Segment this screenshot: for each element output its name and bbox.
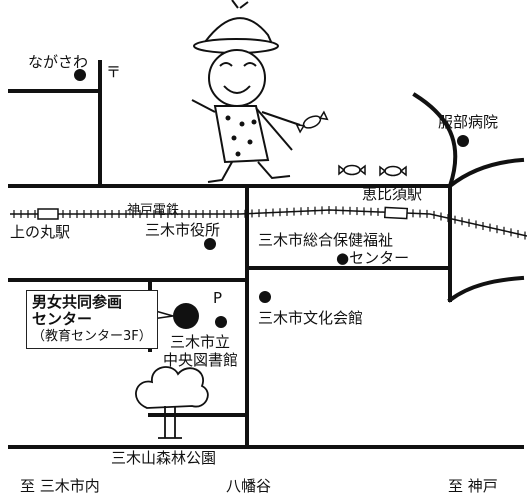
station-uenomaru <box>37 208 59 220</box>
uenomaru-station-label: 上の丸駅 <box>10 223 71 241</box>
culture-hall-marker <box>259 291 271 303</box>
ebisu-station-label: 恵比須駅 <box>362 185 423 203</box>
library-marker <box>215 316 227 328</box>
hattori-marker <box>457 135 469 147</box>
center-marker <box>173 303 199 329</box>
post-office-icon: 〒 <box>106 63 122 81</box>
nagasawa-label: ながさわ <box>28 53 89 71</box>
health-center-label-2: ●センター <box>336 249 410 267</box>
tree-icon <box>135 366 209 439</box>
city-hall-label: 三木市役所 <box>145 221 221 239</box>
center-name-line1: 男女共同参画 <box>32 293 123 311</box>
station-ebisu <box>383 206 409 220</box>
child-mascot-icon <box>191 0 301 183</box>
to-kobe-label: 至 神戸 <box>448 477 498 495</box>
center-name-line2: センター <box>32 310 93 328</box>
city-hall-marker <box>204 238 216 250</box>
candy-icon <box>295 110 407 177</box>
road-hattori-curve <box>412 92 458 189</box>
markers <box>74 69 469 329</box>
center-name-line3: （教育センター3F） <box>32 329 152 344</box>
yahatadani-label: 八幡谷 <box>226 477 272 495</box>
library-label-2: 中央図書館 <box>163 351 239 369</box>
health-center-label-1: 三木市総合保健福祉 <box>258 231 394 249</box>
parking-label: P <box>213 289 223 307</box>
forest-park-label: 三木山森林公園 <box>111 449 217 467</box>
road-east-curve <box>447 275 525 303</box>
railway-label: 神戸電鉄 <box>127 203 180 218</box>
road-hattori-upper <box>447 157 525 189</box>
nagasawa-marker <box>74 69 86 81</box>
railway-kobe-dentetsu <box>10 206 527 240</box>
to-miki-label: 至 三木市内 <box>20 477 100 495</box>
culture-hall-label: 三木市文化会館 <box>258 309 364 327</box>
gender-equality-center-callout: 男女共同参画 センター （教育センター3F） <box>26 290 158 349</box>
library-label-1: 三木市立 <box>170 333 231 351</box>
hattori-hospital-label: 服部病院 <box>438 113 499 131</box>
